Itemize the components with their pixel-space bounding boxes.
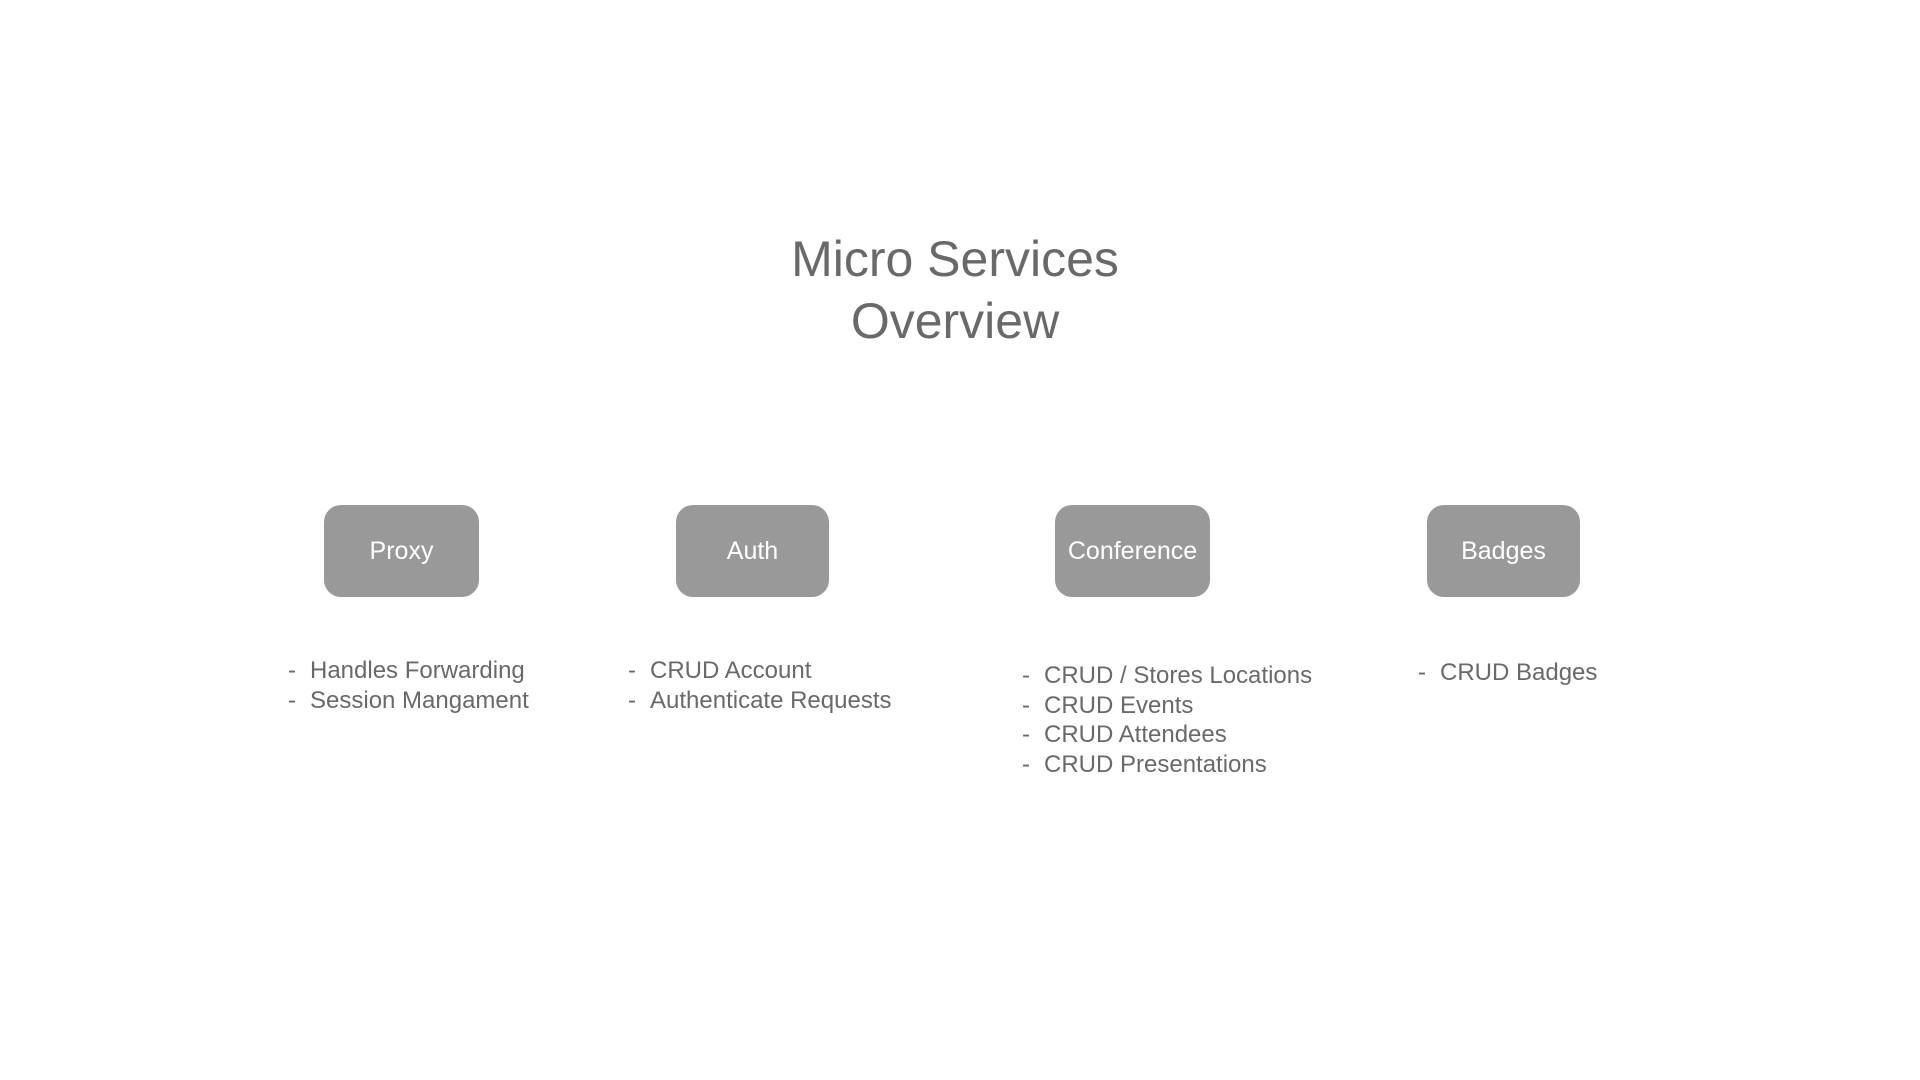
- bullet-dash: -: [288, 657, 296, 684]
- bullet-dash: -: [288, 686, 296, 714]
- service-node-label: Proxy: [369, 536, 434, 565]
- bullet-dash: -: [628, 657, 636, 684]
- service-node-label: Badges: [1461, 536, 1546, 565]
- service-node-badges: Badges: [1427, 505, 1580, 597]
- page-title-line2: Overview: [850, 293, 1060, 349]
- page-title: Micro Services Overview: [0, 228, 1910, 352]
- list-item: - Session Mangament: [288, 686, 529, 716]
- bullet-dash: -: [1022, 721, 1030, 748]
- list-item: - CRUD Presentations: [1022, 750, 1312, 780]
- list-item: - CRUD Account: [628, 656, 892, 686]
- list-item-text: Authenticate Requests: [650, 686, 892, 714]
- list-item-text: CRUD Account: [650, 657, 812, 684]
- list-item: - CRUD Events: [1022, 691, 1312, 721]
- list-item: - Authenticate Requests: [628, 686, 892, 716]
- service-node-auth: Auth: [676, 505, 829, 597]
- service-node-proxy: Proxy: [324, 505, 479, 597]
- list-item-text: Session Mangament: [310, 686, 529, 714]
- service-list-auth: - CRUD Account - Authenticate Requests: [628, 656, 892, 715]
- bullet-dash: -: [1022, 662, 1030, 689]
- bullet-dash: -: [1022, 750, 1030, 778]
- service-list-proxy: - Handles Forwarding - Session Mangament: [288, 656, 529, 715]
- list-item: - Handles Forwarding: [288, 656, 529, 686]
- service-node-conference: Conference: [1055, 505, 1210, 597]
- list-item-text: CRUD / Stores Locations: [1044, 662, 1313, 689]
- service-list-conference: - CRUD / Stores Locations - CRUD Events …: [1022, 661, 1312, 779]
- bullet-dash: -: [1022, 691, 1030, 719]
- bullet-dash: -: [1418, 659, 1426, 686]
- list-item: - CRUD / Stores Locations: [1022, 661, 1312, 691]
- list-item-text: CRUD Attendees: [1044, 721, 1227, 748]
- service-node-label: Auth: [726, 536, 779, 565]
- list-item-text: CRUD Events: [1044, 691, 1194, 719]
- list-item-text: Handles Forwarding: [310, 657, 525, 684]
- service-list-badges: - CRUD Badges: [1418, 658, 1597, 688]
- list-item-text: CRUD Presentations: [1044, 750, 1267, 778]
- service-node-label: Conference: [1067, 536, 1198, 565]
- page-title-line1: Micro Services: [791, 231, 1119, 287]
- list-item: - CRUD Attendees: [1022, 720, 1312, 750]
- bullet-dash: -: [628, 686, 636, 714]
- list-item: - CRUD Badges: [1418, 658, 1597, 688]
- list-item-text: CRUD Badges: [1440, 659, 1598, 686]
